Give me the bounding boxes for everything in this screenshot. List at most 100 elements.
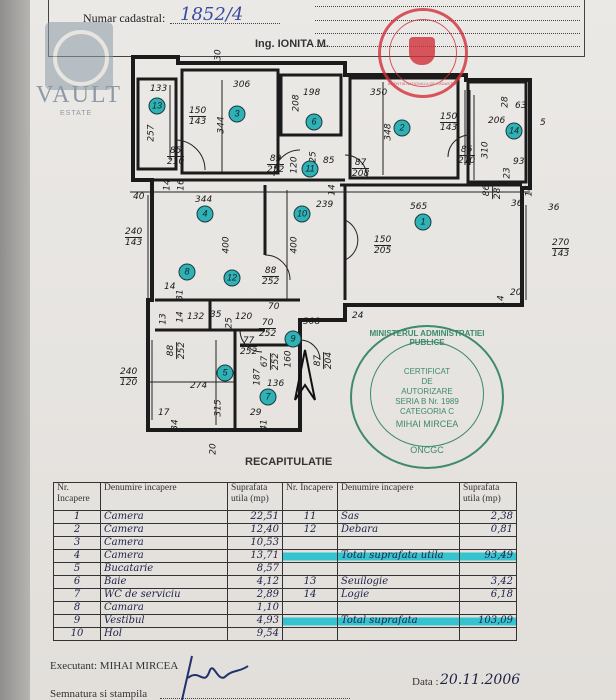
room-name: Camera xyxy=(100,523,228,537)
dimension-label: 344 xyxy=(195,195,213,205)
opening-width: 88 xyxy=(262,266,280,277)
windows xyxy=(147,85,527,420)
room-area: 22,51 xyxy=(227,510,283,524)
green-stamp-bottom: ONCGC xyxy=(410,445,444,455)
opening-height: 120 xyxy=(120,378,138,388)
room-nr xyxy=(282,601,338,615)
dimension-label: 14 xyxy=(162,179,173,191)
opening-width: 88 xyxy=(166,341,178,360)
opening-height: 143 xyxy=(440,123,458,133)
opening-height: 143 xyxy=(552,249,570,259)
dimension-label: 136 xyxy=(267,379,285,389)
room-area: 1,10 xyxy=(227,601,283,615)
col-name: Denumire incapere xyxy=(337,482,460,511)
dotline xyxy=(315,6,580,7)
room-area: 6,18 xyxy=(459,588,517,602)
room-area: 3,42 xyxy=(459,575,517,589)
opening-width: 67 xyxy=(260,352,272,371)
north-arrow-icon xyxy=(294,349,316,401)
red-stamp: AGENTIA NATIONALA DE CADASTRU xyxy=(378,8,468,98)
executant: Executant: MIHAI MIRCEA xyxy=(50,660,179,672)
engineer-name: Ing. IONITA M. xyxy=(255,38,329,50)
room-name: Seuilogie xyxy=(337,575,460,589)
col-nr: Nr. Incapere xyxy=(53,482,101,511)
room-name: Vestibul xyxy=(100,614,228,628)
dimension-label: 14 xyxy=(164,282,176,292)
opening-height: 252 xyxy=(177,341,188,360)
room-nr: 14 xyxy=(282,588,338,602)
room-number-badge: 11 xyxy=(301,160,319,178)
room-name: Bucatarie xyxy=(100,562,228,576)
room-area: 13,71 xyxy=(227,549,283,563)
room-number-badge: 10 xyxy=(293,205,311,223)
dimension-label: 14 xyxy=(327,184,338,196)
opening-width: 150 xyxy=(374,235,392,246)
dimension-label: 5 xyxy=(540,118,546,128)
dimension-label: 306 xyxy=(233,80,251,90)
room-area xyxy=(459,601,517,615)
room-number-badge: 14 xyxy=(505,122,523,140)
dimension-label: 70 xyxy=(268,302,280,312)
room-6-walls xyxy=(279,73,343,137)
room-number-badge: 7 xyxy=(259,388,277,406)
room-number-badge: 9 xyxy=(284,330,302,348)
dimension-label: 14 xyxy=(496,295,507,307)
opening-width: 70 xyxy=(259,318,277,329)
green-stamp-ring: MINISTERUL ADMINISTRATIEI PUBLICE xyxy=(369,329,485,347)
opening-height: 210 xyxy=(458,156,476,166)
dimension-label: 34 xyxy=(170,419,181,431)
opening-width: 240 xyxy=(120,367,138,378)
opening-height: 204 xyxy=(324,351,335,370)
room-name xyxy=(337,627,460,641)
green-stamp-line: AUTORIZARE xyxy=(401,387,453,396)
opening-width: 150 xyxy=(189,106,207,117)
room-name xyxy=(337,536,460,550)
dimension-lines xyxy=(130,80,530,425)
vault-logo-icon xyxy=(45,22,113,90)
col-area: Suprafata utila (mp) xyxy=(459,482,517,511)
opening-height: 205 xyxy=(374,246,392,256)
opening-height: 252 xyxy=(259,329,277,339)
opening-height: 287 xyxy=(493,181,504,200)
col-nr: Nr. Incapere xyxy=(282,482,338,511)
green-stamp-line: SERIA B Nr. 1989 xyxy=(395,397,459,406)
floor-plan xyxy=(130,55,532,432)
room-name: Camera xyxy=(100,536,228,550)
room-nr: 7 xyxy=(53,588,101,602)
opening-width: 150 xyxy=(440,112,458,123)
recap-title: RECAPITULATIE xyxy=(245,456,333,468)
door-arcs xyxy=(174,134,471,361)
room-13-walls xyxy=(136,77,178,171)
room-area: 2,38 xyxy=(459,510,517,524)
dimension-label: 308 xyxy=(303,317,321,327)
room-nr xyxy=(282,614,338,628)
room-nr xyxy=(282,627,338,641)
dimension-label: 239 xyxy=(316,200,334,210)
opening-width: 85 xyxy=(167,146,185,157)
room-nr xyxy=(282,536,338,550)
opening-height: 143 xyxy=(189,117,207,127)
dimension-label: 310 xyxy=(480,141,491,159)
room-area: 9,54 xyxy=(227,627,283,641)
room-area: 103,09 xyxy=(459,614,517,628)
date-value: 20.11.2006 xyxy=(440,672,521,688)
room-nr: 8 xyxy=(53,601,101,615)
dimension-label: 30 xyxy=(213,49,224,61)
opening-width: 86 xyxy=(482,181,494,200)
dimension-label: 400 xyxy=(289,236,300,254)
room-number-badge: 1 xyxy=(414,213,432,231)
coat-of-arms-icon xyxy=(409,37,435,65)
dimension-label: 16 xyxy=(176,179,187,191)
opening-width: 89 xyxy=(267,154,285,165)
